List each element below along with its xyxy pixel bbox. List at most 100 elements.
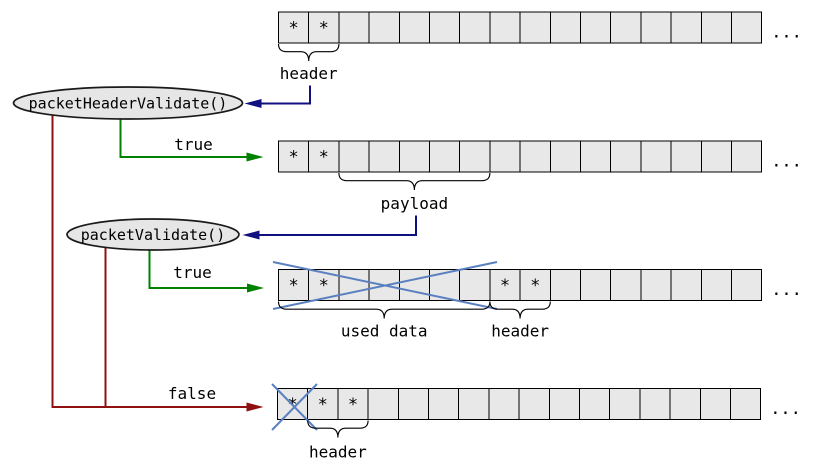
cell: [549, 11, 581, 44]
cell-asterisk: *: [500, 276, 510, 296]
packet-row-2: * *...: [278, 140, 802, 173]
connectors-layer: [51, 85, 417, 412]
true-to-row2-arrowhead-icon: [246, 152, 264, 162]
cell-asterisk: *: [530, 276, 540, 296]
braces-layer: [277, 43, 551, 438]
payload-to-packetvalidate-line: [259, 215, 417, 236]
false-to-row4-line: [51, 114, 247, 408]
cell: [488, 388, 520, 420]
packet-rows-layer: **...**...****...***...: [277, 11, 802, 420]
cell: [368, 11, 400, 44]
segment-label: header: [309, 443, 367, 462]
header-to-packetheadervalidate-arrowhead-icon: [244, 99, 262, 108]
brace: [489, 301, 551, 319]
cell: [338, 140, 370, 173]
cell: [429, 140, 461, 173]
header-to-packetheadervalidate-line: [261, 85, 311, 105]
true-to-row2-line: [119, 118, 247, 158]
false-both-label: false: [168, 384, 216, 403]
cell-asterisk: *: [319, 19, 329, 39]
cell: [669, 388, 701, 420]
cell-asterisk: *: [319, 276, 329, 296]
cell: [700, 140, 732, 173]
cell: [670, 11, 702, 44]
cell: [548, 388, 580, 420]
cell: [640, 140, 672, 173]
cell: [489, 140, 521, 173]
cell: [519, 140, 551, 173]
cell-asterisk: *: [288, 148, 298, 168]
cell: [489, 269, 521, 301]
cell: [397, 388, 429, 420]
packet-row-3: ****...: [278, 269, 802, 301]
brace: [307, 420, 369, 438]
true-to-row3-line: [148, 249, 248, 289]
row-continues-ellipsis: ...: [771, 23, 802, 43]
cell: [610, 269, 642, 301]
cell: [459, 140, 491, 173]
cell: [307, 388, 339, 420]
cell: [580, 11, 612, 44]
cell: [278, 140, 310, 173]
cell: [278, 269, 310, 301]
cell: [670, 140, 702, 173]
cell: [610, 140, 642, 173]
function-nodes-layer: packetHeaderValidate() packetValidate(): [12, 86, 244, 251]
cell: [699, 388, 731, 420]
cell: [367, 388, 399, 420]
cell: [398, 269, 430, 301]
packet-header-validate-label: packetHeaderValidate(): [29, 94, 228, 112]
cell: [700, 11, 732, 44]
cell-asterisk: *: [348, 395, 358, 415]
cell: [639, 388, 671, 420]
cell: [489, 11, 521, 44]
cell: [549, 140, 581, 173]
cross-out-mark: [271, 383, 318, 431]
cell: [368, 140, 400, 173]
brace: [277, 301, 491, 319]
packet-validate-label: packetValidate(): [81, 226, 226, 244]
cell: [458, 388, 490, 420]
false-to-row4-arrowhead-icon: [246, 402, 264, 412]
packet-validate-node: [66, 218, 240, 251]
cell: [308, 11, 340, 44]
packet-header-validate-node: [12, 86, 244, 120]
cell: [670, 269, 702, 301]
segment-label: used data: [341, 322, 428, 341]
cell: [519, 269, 551, 301]
cell: [337, 388, 369, 420]
true-header-validate-label: true: [174, 135, 213, 154]
row-continues-ellipsis: ...: [771, 280, 802, 300]
cell: [459, 269, 491, 301]
cell-asterisk: *: [319, 148, 329, 168]
cell: [518, 388, 550, 420]
cell: [580, 140, 612, 173]
cell: [609, 388, 641, 420]
packet-row-4: ***...: [277, 388, 801, 420]
cell: [428, 388, 460, 420]
segment-label: header: [280, 64, 338, 83]
cell: [338, 11, 370, 44]
cell: [398, 11, 430, 44]
cell-asterisk: *: [288, 19, 298, 39]
cell: [700, 269, 732, 301]
cross-out-mark: [272, 261, 498, 310]
packet-row-1: * *...: [278, 11, 802, 44]
brace: [277, 43, 340, 62]
cell-asterisk: *: [318, 395, 328, 415]
cell: [549, 269, 581, 301]
cell: [640, 11, 672, 44]
cell: [640, 269, 672, 301]
cell: [731, 11, 763, 44]
row-continues-ellipsis: ...: [770, 399, 801, 419]
row-continues-ellipsis: ...: [771, 152, 802, 172]
cell: [580, 269, 612, 301]
cell: [730, 388, 762, 420]
brace: [338, 172, 491, 191]
cell: [731, 140, 763, 173]
cell: [519, 11, 551, 44]
cell: [338, 269, 370, 301]
